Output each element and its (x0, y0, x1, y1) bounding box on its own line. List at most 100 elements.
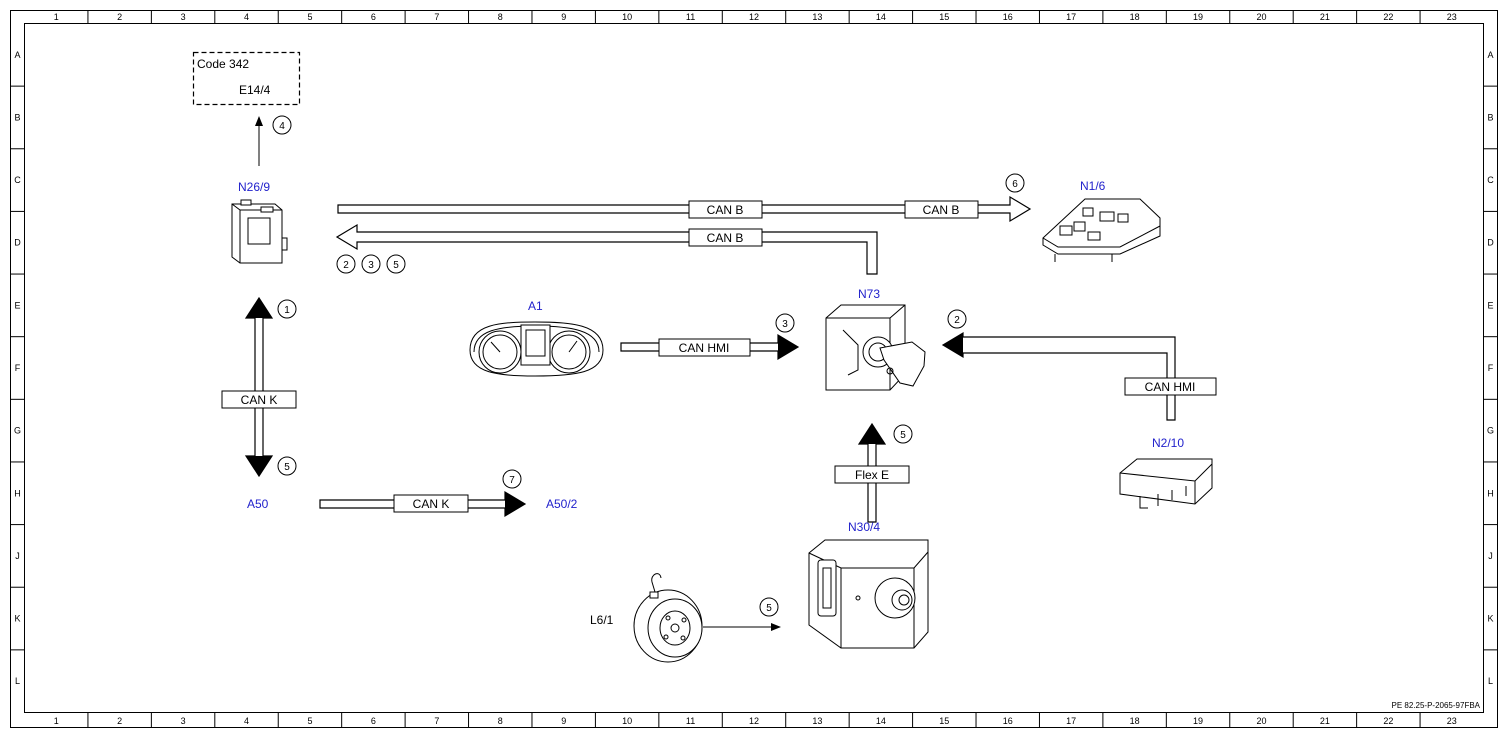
e14-4-label: E14/4 (239, 83, 271, 97)
grid-column-label: 8 (498, 716, 503, 726)
can-hmi-label-box-a1 (658, 338, 751, 357)
can-k-label-box-horizontal (393, 494, 469, 513)
grid-column-label: 18 (1130, 716, 1140, 726)
svg-text:3: 3 (782, 319, 788, 330)
svg-text:7: 7 (509, 475, 515, 486)
grid-row-label: D (1487, 238, 1494, 248)
n73-label: N73 (858, 287, 880, 301)
callout-circle: 6 (1005, 173, 1025, 193)
diagram-frame (10, 10, 1498, 728)
svg-text:5: 5 (766, 603, 772, 614)
svg-text:6: 6 (1012, 179, 1018, 190)
n26-9-label: N26/9 (238, 180, 270, 194)
can-b-bus-to-n1-6 (337, 195, 1032, 223)
grid-column-label: 23 (1447, 716, 1457, 726)
grid-row-label: D (14, 238, 21, 248)
can-k-arrowhead-down (246, 456, 272, 476)
l6-1-label: L6/1 (590, 613, 614, 627)
grid-row-label: B (1487, 112, 1493, 122)
grid-column-label: 16 (1003, 12, 1013, 22)
grid-column-label: 14 (876, 716, 886, 726)
grid-column-label: 14 (876, 12, 886, 22)
grid-column-label: 21 (1320, 716, 1330, 726)
grid-row-label: B (14, 112, 20, 122)
grid-row-label: L (15, 676, 20, 686)
grid-row-label: G (1487, 426, 1494, 436)
can-b-label-2: CAN B (923, 203, 960, 217)
grid-row-label: K (1487, 614, 1493, 624)
callout-circle: 4 (272, 115, 292, 135)
grid-column-label: 16 (1003, 716, 1013, 726)
l6-1-wheel-speed-sensor-icon (633, 573, 703, 663)
svg-text:4: 4 (279, 121, 285, 132)
callout-circle: 3 (361, 254, 381, 274)
grid-column-label: 20 (1256, 716, 1266, 726)
grid-row-label: H (14, 488, 21, 498)
a50-2-label: A50/2 (546, 497, 578, 511)
grid-row-label: F (1488, 363, 1494, 373)
grid-column-label: 11 (686, 716, 695, 726)
n1-6-label: N1/6 (1080, 179, 1106, 193)
callout-circle: 5 (759, 597, 779, 617)
grid-row-label: A (1487, 50, 1493, 60)
grid-column-label: 13 (812, 716, 822, 726)
grid-reference-labels: 1122334455667788991010111112121313141415… (10, 10, 1498, 728)
grid-column-label: 12 (749, 716, 759, 726)
n2-10-module-icon (1119, 458, 1213, 509)
grid-row-label: C (1487, 175, 1494, 185)
grid-column-label: 10 (622, 12, 632, 22)
grid-column-label: 9 (561, 716, 566, 726)
svg-text:5: 5 (284, 462, 290, 473)
grid-row-label: L (1488, 676, 1493, 686)
can-hmi-label-a1: CAN HMI (679, 341, 730, 355)
svg-text:5: 5 (900, 430, 906, 441)
drawing-reference-code: PE 82.25-P-2065-97FBA (1392, 701, 1481, 710)
n73-ignition-switch-icon (825, 304, 926, 391)
grid-column-label: 5 (307, 12, 312, 22)
a1-instrument-cluster-icon (469, 321, 604, 377)
n30-4-label: N30/4 (848, 520, 880, 534)
grid-column-label: 6 (371, 12, 376, 22)
callout-circle: 3 (775, 313, 795, 333)
svg-text:3: 3 (368, 260, 374, 271)
grid-column-label: 7 (434, 716, 439, 726)
can-hmi-bus-n2-10-to-n73 (941, 331, 1176, 421)
a1-label: A1 (528, 299, 543, 313)
can-b-label-3: CAN B (707, 231, 744, 245)
grid-column-label: 2 (117, 12, 122, 22)
grid-column-label: 10 (622, 716, 632, 726)
grid-column-label: 15 (939, 12, 949, 22)
can-b-label-box-2 (904, 200, 979, 219)
grid-column-label: 4 (244, 12, 249, 22)
callout-circle: 2 (336, 254, 356, 274)
callout-circle: 1 (277, 299, 297, 319)
grid-row-label: C (14, 175, 21, 185)
grid-column-label: 19 (1193, 12, 1203, 22)
grid-column-label: 13 (812, 12, 822, 22)
grid-column-label: 17 (1066, 12, 1076, 22)
can-k-arrowhead-right (505, 492, 525, 516)
grid-column-label: 11 (686, 12, 695, 22)
grid-column-label: 23 (1447, 12, 1457, 22)
grid-column-label: 5 (307, 716, 312, 726)
n26-9-module-icon (231, 199, 288, 264)
flex-e-label-box (834, 465, 910, 484)
svg-text:2: 2 (954, 315, 960, 326)
flex-e-arrowhead (859, 424, 885, 444)
grid-column-label: 15 (939, 716, 949, 726)
can-hmi-label-n2: CAN HMI (1145, 380, 1196, 394)
grid-row-label: J (1488, 551, 1493, 561)
can-b-label-box-3 (688, 228, 763, 247)
code-box-e14-4: Code 342 E14/4 (192, 51, 301, 106)
can-hmi-label-box-n2 (1124, 377, 1217, 396)
svg-text:2: 2 (343, 260, 349, 271)
can-k-label-horizontal: CAN K (413, 497, 450, 511)
callout-circle: 5 (893, 424, 913, 444)
callout-circle: 5 (386, 254, 406, 274)
grid-column-label: 3 (181, 12, 186, 22)
grid-column-label: 4 (244, 716, 249, 726)
n30-4-esp-unit-icon (808, 539, 929, 649)
grid-row-label: A (14, 50, 20, 60)
grid-column-label: 17 (1066, 716, 1076, 726)
